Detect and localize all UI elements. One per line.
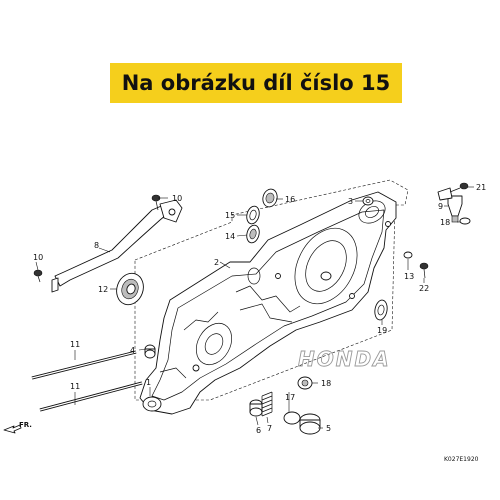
callout-3: 3: [348, 197, 353, 206]
callout-22: 22: [419, 284, 429, 293]
leader-lines: [35, 186, 474, 429]
callout-21: 21: [476, 183, 486, 192]
front-direction-arrow: FR.: [3, 421, 32, 434]
callout-10-left: 10: [33, 253, 43, 262]
callout-16: 16: [285, 195, 295, 204]
sensor-9: [437, 187, 463, 223]
crankcase-body: [139, 191, 397, 415]
callout-11-lower: 11: [70, 382, 80, 391]
callout-5: 5: [326, 424, 331, 433]
stud-11-lower: [39, 381, 143, 412]
callout-12: 13: [404, 272, 414, 281]
stud-11-upper: [31, 350, 137, 380]
oil-seal-13: [116, 272, 144, 306]
callout-4: 4: [130, 346, 135, 355]
front-direction-label: FR.: [19, 421, 32, 429]
drawing-code: K027E1920: [444, 456, 479, 463]
bushing-1: [142, 396, 162, 412]
cap-5: [299, 413, 321, 435]
callout-8: 8: [94, 241, 99, 250]
callout-17: 18: [321, 379, 331, 388]
bearing-14: [246, 224, 260, 244]
callout-1: 1: [146, 378, 151, 387]
part-6-plug: [249, 399, 263, 417]
dowel-pin-4: [144, 344, 156, 359]
bearing-16: [262, 188, 278, 208]
callout-20: 18: [440, 218, 450, 227]
washer-12: [403, 251, 413, 259]
callout-11-upper: 11: [70, 340, 80, 349]
honda-watermark: HONDA: [298, 347, 391, 371]
callout-6: 6: [256, 426, 261, 435]
part-3-fitting: [362, 196, 374, 206]
callout-14: 14: [225, 232, 235, 241]
callout-7: 7: [267, 424, 272, 433]
part-7-spring: [261, 391, 273, 417]
callout-19: 17: [285, 393, 295, 402]
callout-18: 19: [377, 326, 387, 335]
callout-13: 12: [98, 285, 108, 294]
callout-10-upper: 10: [172, 194, 182, 203]
callout-15: 15: [225, 211, 235, 220]
part-17-seal: [297, 376, 313, 390]
bolt-21: [449, 182, 469, 193]
callout-numbers: 10 8 10 12 2 15 14 16 3 21 9 18 13 22 19…: [33, 183, 486, 435]
seal-15: [246, 205, 260, 225]
seal-18: [374, 299, 388, 321]
bolt-22: [419, 262, 429, 279]
bolt-10-left: [33, 269, 43, 283]
part-8-stay-bracket: [51, 199, 183, 293]
o-ring-20: [459, 217, 471, 225]
o-ring-19: [283, 411, 301, 425]
banner-text: Na obrázku díl číslo 15: [121, 71, 391, 95]
callout-2: 2: [214, 258, 219, 267]
part-number-banner: Na obrázku díl číslo 15: [110, 63, 402, 103]
callout-9: 9: [438, 202, 443, 211]
